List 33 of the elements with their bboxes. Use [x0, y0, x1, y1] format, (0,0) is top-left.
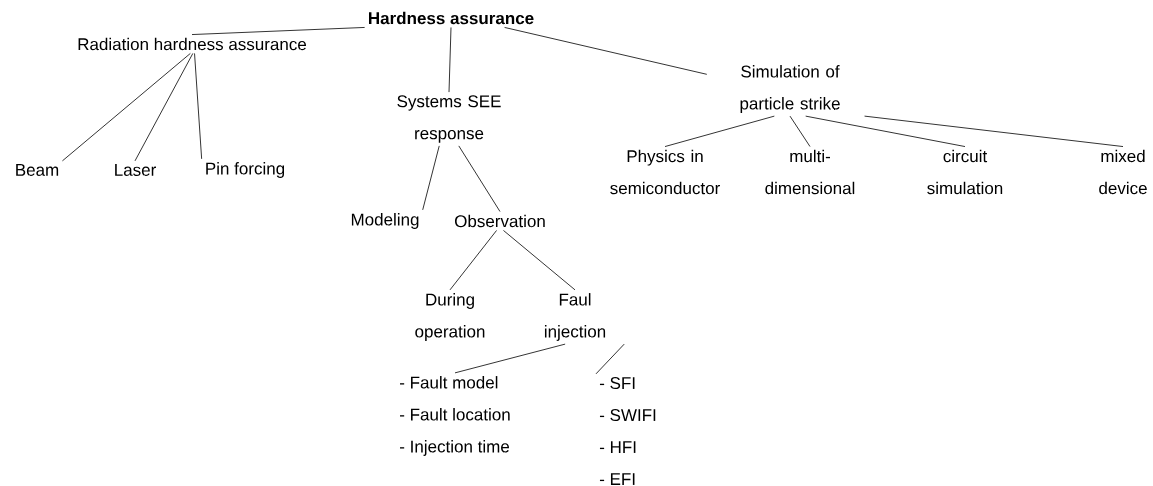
- connector-line: [454, 343, 566, 374]
- leaf-label: circuit simulation: [927, 149, 1003, 195]
- leaf-label: multi- dimensional: [765, 149, 855, 195]
- root-label: Hardness assurance: [369, 11, 534, 25]
- category-label: Radiation hardness assurance: [78, 37, 307, 51]
- connector-line: [458, 145, 501, 212]
- connector-line: [448, 27, 452, 93]
- leaf-label: Pin forcing: [206, 162, 285, 178]
- connector-line: [503, 230, 576, 291]
- category-label: Systems SEE response: [397, 95, 501, 143]
- connector-line: [191, 27, 366, 35]
- category-label: Simulation of particle strike: [740, 65, 840, 113]
- leaf-label: During operation: [415, 293, 485, 341]
- bullet-list: - Fault model - Fault location - Injection time: [400, 376, 510, 456]
- leaf-label: Beam: [16, 164, 59, 176]
- category-label: Observation: [455, 214, 545, 228]
- connector-line: [595, 343, 625, 375]
- bullet-list: - SFI - SWIFI - HFI - EFI: [599, 377, 656, 485]
- connector-line: [864, 115, 1124, 147]
- leaf-label: Physics in semiconductor: [610, 149, 720, 195]
- connector-line: [62, 53, 191, 162]
- connector-line: [134, 53, 194, 162]
- leaf-label: mixed device: [1099, 149, 1147, 195]
- leaf-label: Modeling: [351, 213, 419, 229]
- category-label: Faul injection: [544, 293, 606, 341]
- connector-line: [449, 230, 497, 291]
- connector-line: [789, 115, 811, 147]
- connector-line: [664, 115, 775, 147]
- connector-line: [805, 115, 966, 147]
- leaf-label: Laser: [115, 164, 156, 176]
- connector-line: [504, 27, 708, 75]
- connector-line: [194, 53, 203, 160]
- connector-line: [422, 145, 440, 211]
